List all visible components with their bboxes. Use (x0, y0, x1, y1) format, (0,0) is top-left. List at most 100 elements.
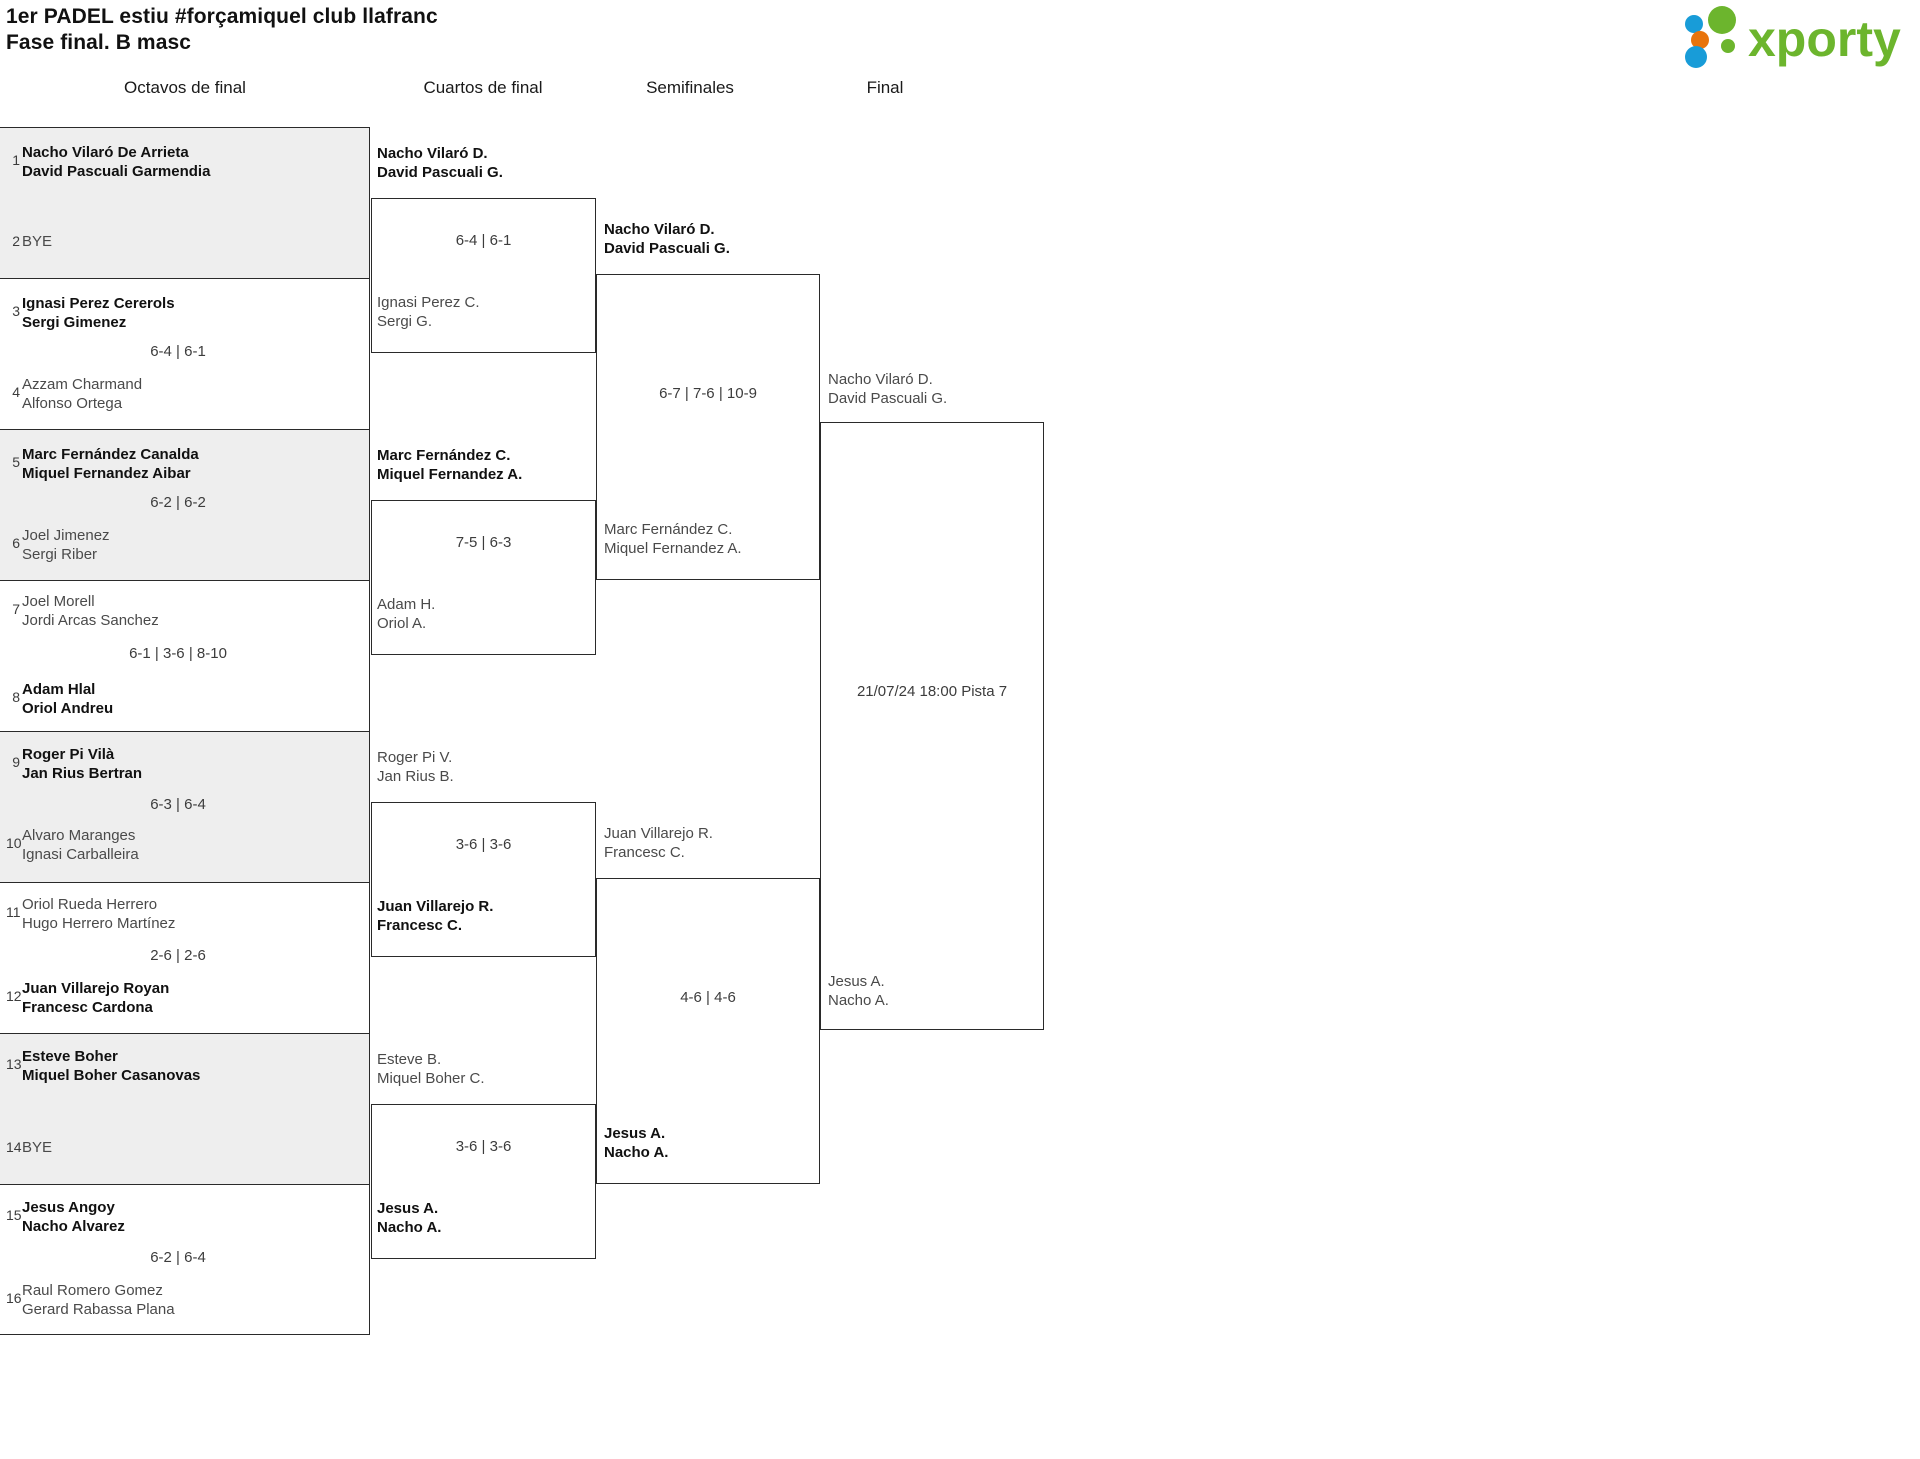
r2-match-2[interactable]: 7-5 | 6-3 (371, 500, 596, 655)
r3-match-2-top-team: Juan Villarejo R.Francesc C. (604, 825, 713, 861)
r2-match-3-top-team: Roger Pi V.Jan Rius B. (377, 749, 454, 785)
r1-match-5-edge (368, 730, 370, 884)
tournament-name: 1er PADEL estiu #forçamiquel club llafra… (6, 5, 438, 28)
seed-number: 3 (12, 303, 20, 319)
r2-match-2-bottom-team: Adam H.Oriol A. (377, 596, 436, 632)
seed-number: 6 (12, 535, 20, 551)
r3-match-2[interactable]: 4-6 | 4-6 (596, 878, 820, 1184)
r1-score-2: 6-4 | 6-1 (150, 343, 206, 360)
seed-number: 10 (6, 835, 22, 851)
r3-score-2: 4-6 | 4-6 (680, 989, 736, 1006)
seed-number: 2 (12, 233, 20, 249)
r2-score-3: 3-6 | 3-6 (455, 836, 512, 853)
seed-number: 16 (6, 1290, 22, 1306)
r1-match-7-edge (368, 1032, 370, 1186)
round-header-final: Final (866, 78, 904, 97)
r2-match-2-top-team: Marc Fernández C.Miquel Fernandez A. (377, 447, 523, 483)
round-header-semifinales: Semifinales (646, 78, 734, 97)
r2-match-3-bottom-team: Juan Villarejo R.Francesc C. (377, 898, 494, 934)
r3-match-1[interactable]: 6-7 | 7-6 | 10-9 (596, 274, 820, 580)
r1-score-5: 6-3 | 6-4 (150, 796, 206, 813)
seed-number: 5 (12, 454, 20, 470)
page-title: 1er PADEL estiu #forçamiquel club llafra… (6, 4, 438, 56)
r1-match-6-edge (368, 881, 370, 1035)
r4-score-final: 21/07/24 18:00 Pista 7 (856, 683, 1008, 700)
r2-score-2: 7-5 | 6-3 (455, 534, 512, 551)
r1-score-6: 2-6 | 2-6 (150, 947, 206, 964)
r1-score-8: 6-2 | 6-4 (150, 1249, 206, 1266)
r1-match-4-edge (368, 579, 370, 733)
r1-match-2-edge (368, 277, 370, 431)
seed-number: 13 (6, 1056, 22, 1072)
r1-match-1-edge (368, 126, 370, 280)
r2-match-1[interactable]: 6-4 | 6-1 (371, 198, 596, 353)
seed-number: 4 (12, 384, 20, 400)
r2-match-3[interactable]: 3-6 | 3-6 (371, 802, 596, 957)
xporty-logo-icon: xporty (1685, 6, 1901, 68)
r2-match-4-top-team: Esteve B.Miquel Boher C. (377, 1051, 485, 1087)
r2-match-1-bottom-team: Ignasi Perez C.Sergi G. (377, 294, 480, 330)
seed-number: 15 (6, 1207, 22, 1223)
seed-number: 12 (6, 988, 22, 1004)
seed-number: 11 (6, 904, 21, 920)
r1-slot-14: 14 BYE (6, 1138, 358, 1157)
r1-match-3-edge (368, 428, 370, 582)
r3-match-2-bottom-team: Jesus A.Nacho A. (604, 1125, 669, 1161)
svg-text:xporty: xporty (1748, 11, 1901, 67)
r3-match-1-bottom-team: Marc Fernández C.Miquel Fernandez A. (604, 521, 742, 557)
r4-final-top-team: Nacho Vilaró D.David Pascuali G. (828, 371, 948, 407)
r2-match-1-top-team: Nacho Vilaró D.David Pascuali G. (377, 145, 503, 181)
seed-number: 8 (12, 689, 20, 705)
team-name: BYE (22, 233, 53, 250)
r2-score-4: 3-6 | 3-6 (455, 1138, 512, 1155)
seed-number: 7 (12, 601, 20, 617)
r3-score-1: 6-7 | 7-6 | 10-9 (659, 385, 757, 402)
r4-match-final[interactable]: 21/07/24 18:00 Pista 7 (820, 422, 1044, 1030)
r2-score-1: 6-4 | 6-1 (455, 232, 512, 249)
team-name: BYE (22, 1139, 53, 1156)
r1-score-3: 6-2 | 6-2 (150, 494, 206, 511)
r1-score-4: 6-1 | 3-6 | 8-10 (129, 645, 227, 662)
r2-match-4[interactable]: 3-6 | 3-6 (371, 1104, 596, 1259)
seed-number: 1 (12, 152, 20, 168)
round-header-octavos: Octavos de final (124, 78, 246, 97)
r3-match-1-top-team: Nacho Vilaró D.David Pascuali G. (604, 221, 730, 257)
r1-match-8-edge (368, 1183, 370, 1336)
round-header-cuartos: Cuartos de final (423, 78, 543, 97)
